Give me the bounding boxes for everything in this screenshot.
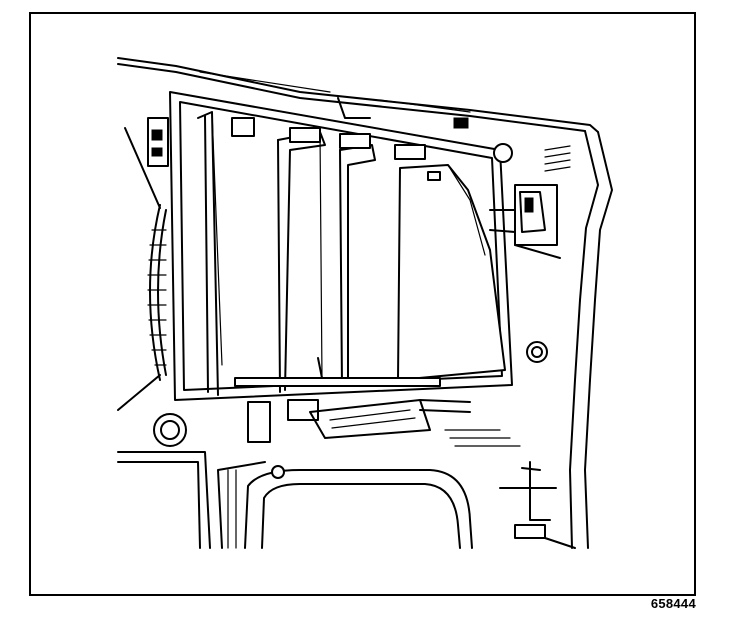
door-bottom-rail bbox=[234, 357, 441, 387]
leader-line-upper bbox=[124, 127, 161, 209]
left-mounting-post bbox=[153, 413, 187, 447]
lower-right-bracket bbox=[499, 461, 576, 549]
frame-hinge-tabs bbox=[231, 97, 469, 160]
diagram-border bbox=[29, 12, 696, 596]
upper-left-bracket bbox=[147, 117, 169, 167]
housing-right-wall bbox=[544, 130, 613, 549]
right-actuator-clip bbox=[489, 143, 561, 259]
door-vane-4 bbox=[397, 164, 506, 381]
lower-linkage bbox=[247, 399, 521, 447]
blower-wheel bbox=[147, 204, 167, 381]
right-mounting-post bbox=[526, 341, 548, 363]
figure-id-label: 658444 bbox=[650, 596, 696, 611]
lower-duct-outline bbox=[117, 451, 473, 549]
door-vane-1 bbox=[197, 111, 223, 396]
housing-top-edge bbox=[117, 57, 599, 133]
leader-line-lower bbox=[117, 374, 161, 411]
